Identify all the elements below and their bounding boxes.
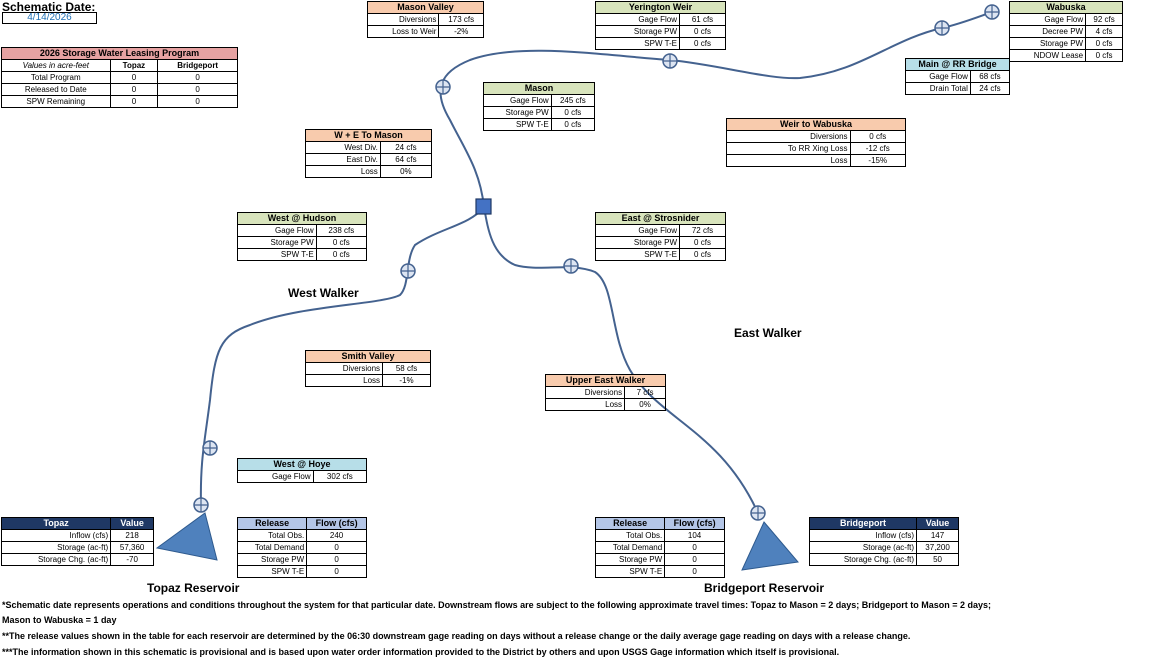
table-row: Loss-15% — [726, 154, 907, 167]
gage-icon[interactable] — [984, 4, 1000, 20]
west-walker-label: West Walker — [288, 286, 359, 300]
table-row: Loss to Weir-2% — [366, 25, 484, 38]
table-row: Storage (ac-ft)57,360 — [0, 541, 154, 554]
footnote-travel-times-cont: Mason to Wabuska = 1 day — [2, 615, 117, 625]
table-row: West Div.24 cfs — [305, 141, 433, 154]
table-row: Storage Chg. (ac-ft)50 — [808, 553, 959, 566]
table-row: Inflow (cfs)218 — [0, 529, 154, 542]
west-walker-river-line — [199, 206, 485, 506]
confluence-icon[interactable] — [475, 198, 492, 215]
table-row: Inflow (cfs)147 — [808, 529, 959, 542]
table-row: Storage Chg. (ac-ft)-70 — [0, 553, 154, 566]
table-row: Storage (ac-ft)37,200 — [808, 541, 959, 554]
table-row: Loss-1% — [304, 374, 431, 387]
east-walker-river-line — [483, 206, 759, 514]
schematic-date-value: 4/14/2026 — [2, 12, 97, 24]
bridgeport-reservoir-icon — [741, 521, 799, 571]
topaz-reservoir-icon — [155, 512, 218, 561]
gage-icon[interactable] — [934, 20, 950, 36]
footnote-travel-times: *Schematic date represents operations an… — [2, 600, 992, 610]
table-row: East Div.64 cfs — [305, 153, 433, 166]
gage-icon[interactable] — [662, 53, 678, 69]
topaz-reservoir-label: Topaz Reservoir — [147, 581, 240, 595]
gage-icon[interactable] — [750, 505, 766, 521]
east-walker-label: East Walker — [734, 326, 802, 340]
storage-program-table: 2026 Storage Water Leasing Program Value… — [1, 47, 238, 108]
gage-icon[interactable] — [202, 440, 218, 456]
bridgeport-reservoir-label: Bridgeport Reservoir — [704, 581, 825, 595]
footnote-provisional: ***The information shown in this schemat… — [2, 647, 840, 657]
gage-icon[interactable] — [563, 258, 579, 274]
we-to-mason-table: W + E To Mason West Div.24 cfs East Div.… — [305, 129, 433, 178]
table-row: To RR Xing Loss-12 cfs — [726, 142, 907, 155]
gage-icon[interactable] — [400, 263, 416, 279]
schematic-date-label: Schematic Date: — [2, 0, 96, 14]
table-row: Total Obs.240 — [236, 529, 367, 542]
storage-program-title: 2026 Storage Water Leasing Program — [1, 47, 238, 60]
gage-icon[interactable] — [435, 79, 451, 95]
footnote-release-values: **The release values shown in the table … — [2, 631, 911, 641]
table-row: Total Obs.104 — [594, 529, 725, 542]
gage-icon[interactable] — [193, 497, 209, 513]
